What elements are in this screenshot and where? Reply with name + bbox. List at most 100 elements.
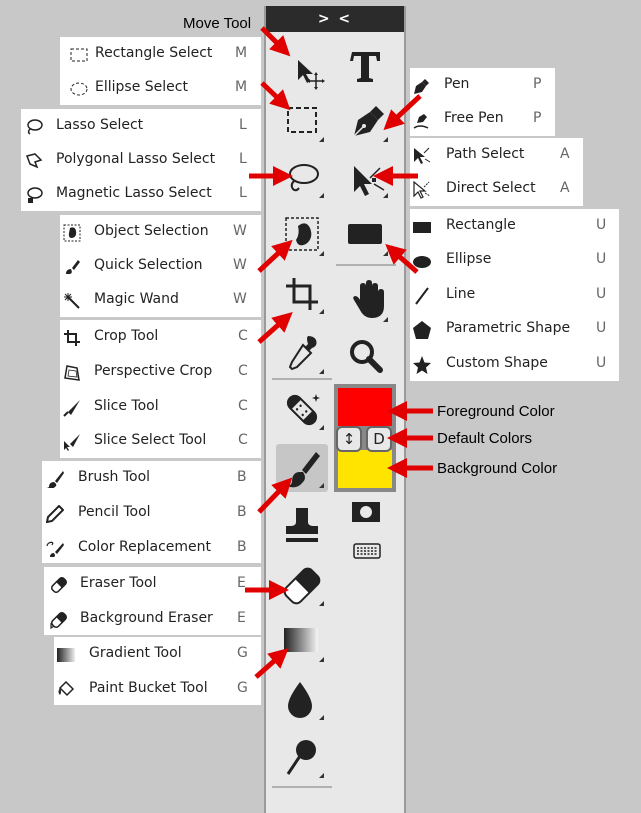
- type-tool[interactable]: [340, 42, 392, 90]
- rectangle-shape-icon: [413, 222, 431, 233]
- swap-colors-button[interactable]: ↕: [336, 426, 362, 452]
- default-colors-callout: Default Colors: [437, 430, 533, 447]
- menu-item-object-selection[interactable]: Object Selection W: [60, 215, 261, 249]
- menu-item-quick-selection[interactable]: Quick Selection W: [60, 249, 261, 283]
- arrow-pen-tool: [383, 94, 422, 131]
- menu-item-free-pen[interactable]: Free Pen P: [410, 102, 555, 136]
- eraser-icon: [283, 567, 321, 605]
- menu-item-custom-shape[interactable]: Custom Shape U: [410, 347, 619, 381]
- arrow-shape-tool: [385, 244, 419, 274]
- menu-item-eraser-tool[interactable]: Eraser Tool E: [44, 567, 261, 601]
- arrow-crop-tool: [257, 312, 293, 344]
- menu-item-direct-select[interactable]: Direct Select A: [410, 172, 583, 206]
- magnifier-icon: [350, 340, 383, 373]
- blur-tool[interactable]: [276, 676, 328, 724]
- menu-item-rectangle[interactable]: Rectangle U: [410, 209, 619, 243]
- keyboard-icon: [353, 543, 381, 559]
- menu-item-pen[interactable]: Pen P: [410, 68, 555, 102]
- pen-tools-panel: Pen P Free Pen P: [410, 68, 555, 136]
- foreground-color-callout: Foreground Color: [437, 403, 555, 420]
- menu-item-perspective-crop[interactable]: Perspective Crop C: [60, 355, 261, 389]
- zoom-tool[interactable]: [340, 334, 392, 382]
- menu-item-paint-bucket-tool[interactable]: Paint Bucket Tool G: [54, 672, 261, 706]
- menu-item-brush-tool[interactable]: Brush Tool B: [42, 461, 261, 495]
- menu-item-gradient-tool[interactable]: Gradient Tool G: [54, 637, 261, 671]
- slice-select-icon: [64, 434, 80, 451]
- menu-item-polygonal-lasso-select[interactable]: Polygonal Lasso Select L: [21, 143, 261, 177]
- hand-tool[interactable]: [340, 278, 392, 326]
- crop-tools-panel: Crop Tool C Perspective Crop C Slice Too…: [60, 320, 261, 458]
- path-tools-panel: Path Select A Direct Select A: [410, 138, 583, 206]
- healing-tool[interactable]: [276, 386, 328, 434]
- menu-item-slice-select-tool[interactable]: Slice Select Tool C: [60, 424, 261, 458]
- free-pen-icon: [413, 114, 429, 129]
- gradient-icon: [284, 628, 318, 652]
- marquee-tool[interactable]: [276, 98, 328, 146]
- menu-item-slice-tool[interactable]: Slice Tool C: [60, 390, 261, 424]
- polygonal-lasso-icon: [26, 153, 43, 169]
- move-tool[interactable]: [276, 46, 328, 94]
- object-selection-icon: [63, 224, 81, 242]
- arrow-marquee-tool: [260, 81, 291, 111]
- pentagon-icon: [413, 321, 431, 339]
- menu-item-line[interactable]: Line U: [410, 278, 619, 312]
- brush-icon: [46, 471, 64, 488]
- color-replacement-icon: [46, 541, 64, 557]
- menu-item-ellipse-select[interactable]: Ellipse Select M: [60, 71, 261, 105]
- path-select-icon: [414, 147, 431, 164]
- menu-item-background-eraser[interactable]: Background Eraser E: [44, 602, 261, 636]
- arrow-gradient-tool: [254, 648, 289, 679]
- menu-item-color-replacement[interactable]: Color Replacement B: [42, 531, 261, 565]
- gradient-tools-panel: Gradient Tool G Paint Bucket Tool G: [54, 637, 261, 705]
- crop-icon: [286, 278, 318, 310]
- menu-item-ellipse[interactable]: Ellipse U: [410, 243, 619, 277]
- menu-item-rectangle-select[interactable]: Rectangle Select M: [60, 37, 261, 71]
- arrow-move-tool: [260, 26, 291, 57]
- gradient-tool[interactable]: [276, 618, 328, 666]
- eraser-tool[interactable]: [276, 562, 328, 610]
- menu-item-magnetic-lasso-select[interactable]: Magnetic Lasso Select L: [21, 177, 261, 211]
- object-selection-panel: Object Selection W Quick Selection W Mag…: [60, 215, 261, 317]
- object-selection-tool[interactable]: [276, 212, 328, 260]
- menu-item-path-select[interactable]: Path Select A: [410, 138, 583, 172]
- menu-item-lasso-select[interactable]: Lasso Select L: [21, 109, 261, 143]
- background-eraser-icon: [50, 612, 67, 629]
- crop-tool[interactable]: [276, 270, 328, 318]
- menu-item-parametric-shape[interactable]: Parametric Shape U: [410, 312, 619, 346]
- quick-mask-button[interactable]: [340, 496, 392, 526]
- pen-tool[interactable]: [340, 98, 392, 146]
- screen-mode-button[interactable]: [340, 536, 392, 566]
- eyedropper-icon: [288, 336, 317, 371]
- dodge-icon: [286, 740, 316, 775]
- ellipse-shape-icon: [413, 256, 431, 268]
- magnetic-lasso-icon: [27, 187, 43, 203]
- eyedropper-tool[interactable]: [276, 330, 328, 378]
- lasso-icon: [27, 119, 43, 135]
- select-tools-panel: Rectangle Select M Ellipse Select M: [60, 37, 261, 105]
- hand-icon: [353, 280, 384, 318]
- toolbar-collapse-toggle[interactable]: > <: [266, 6, 404, 32]
- stamp-tool[interactable]: [276, 502, 328, 550]
- toolbar: > <: [264, 6, 406, 813]
- line-shape-icon: [415, 287, 429, 305]
- paint-bucket-icon: [58, 681, 75, 697]
- rectangle-select-icon: [287, 107, 317, 133]
- foreground-color-swatch[interactable]: [338, 388, 392, 426]
- pencil-icon: [46, 505, 64, 523]
- toolbar-separator: [336, 264, 396, 266]
- menu-item-pencil-tool[interactable]: Pencil Tool B: [42, 496, 261, 530]
- background-color-swatch[interactable]: [338, 450, 392, 488]
- dodge-tool[interactable]: [276, 734, 328, 782]
- arrow-brush-tool: [257, 477, 293, 514]
- move-icon: [298, 60, 325, 90]
- drop-icon: [288, 682, 312, 718]
- magic-wand-icon: [64, 293, 80, 309]
- menu-item-magic-wand[interactable]: Magic Wand W: [60, 283, 261, 317]
- menu-item-crop-tool[interactable]: Crop Tool C: [60, 320, 261, 354]
- move-tool-callout: Move Tool: [183, 15, 252, 32]
- type-icon: [350, 52, 380, 82]
- background-color-callout: Background Color: [437, 460, 558, 477]
- slice-icon: [63, 400, 80, 417]
- shape-tools-panel: Rectangle U Ellipse U Line U Parametric …: [410, 209, 619, 381]
